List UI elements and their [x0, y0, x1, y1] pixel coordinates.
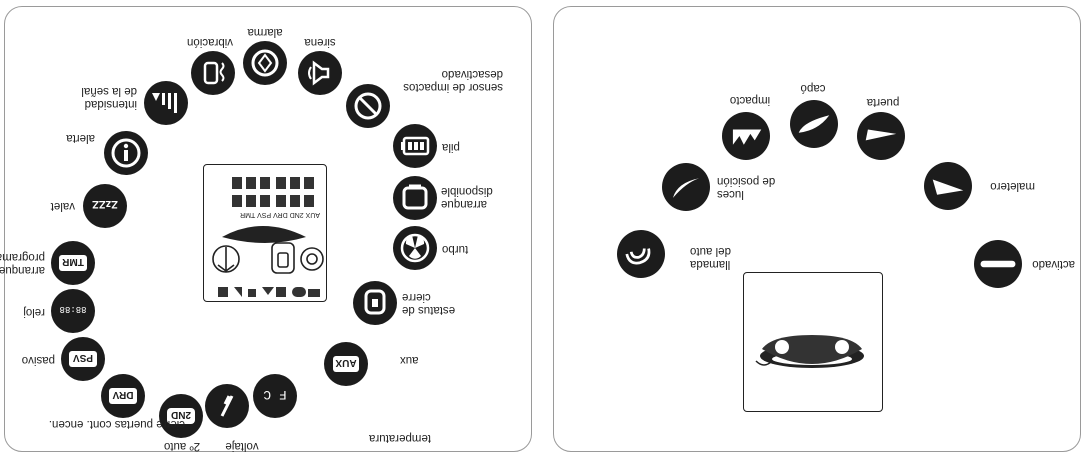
label-puerta: puerta: [866, 96, 900, 108]
label-pasivo: pasivo: [21, 354, 55, 366]
label-llamada: llamada del auto: [690, 245, 731, 270]
remote-screen: [743, 272, 883, 412]
svg-text:AUX: AUX: [335, 357, 356, 368]
label-cierre-puertas: cierre puertas cont. encen.: [48, 418, 185, 430]
label-temperatura: temperatura: [369, 432, 432, 444]
label-reloj: reloj: [23, 306, 45, 318]
lock-status-icon: [353, 281, 397, 325]
second-car-icon: 2ND: [159, 394, 203, 438]
impact-icon: [722, 112, 770, 160]
lcd-row-labels: AUX 2ND DRV PSV TMR: [240, 211, 320, 218]
door-icon: [857, 112, 905, 160]
passive-icon: PSV: [61, 337, 105, 381]
car-call-icon: [617, 230, 665, 278]
parking-lights-icon: [662, 163, 710, 211]
label-sensor-impactos: sensor de impactos desactivado: [403, 68, 503, 93]
svg-text:DRV: DRV: [112, 389, 133, 400]
label-sirena: sirena: [304, 36, 336, 48]
siren-icon: [298, 51, 342, 95]
label-intensidad-senal: intensidad de la señal: [81, 85, 137, 110]
drive-icon: DRV: [101, 374, 145, 418]
label-turbo: turbo: [442, 243, 469, 255]
svg-text:F C: F C: [263, 387, 287, 402]
label-arranque-disponible: arranque disponible: [441, 185, 493, 210]
trunk-icon: [924, 162, 972, 210]
label-estatus-cierre: estatus de cierre: [402, 291, 456, 316]
label-activado: activado: [1032, 258, 1075, 270]
voltage-icon: [205, 384, 249, 428]
label-capo: capó: [800, 82, 826, 94]
label-segundo-auto: 2º auto: [163, 440, 201, 452]
label-voltaje: voltaje: [225, 440, 259, 452]
label-aux: aux: [400, 354, 419, 366]
shock-sensor-off-icon: [346, 84, 390, 128]
label-luces: luces de posición: [717, 175, 776, 200]
label-arranque-programado: arranque programado: [0, 251, 45, 276]
turbo-icon: [393, 226, 437, 270]
armed-icon: [974, 240, 1022, 288]
svg-text:88:88: 88:88: [59, 304, 86, 314]
lcd-display: AUX 2ND DRV PSV TMR: [203, 164, 327, 302]
label-maletero: maletero: [990, 180, 1035, 192]
vibration-icon: [191, 51, 235, 95]
start-available-icon: [393, 176, 437, 220]
label-pila: pila: [442, 141, 460, 153]
svg-text:TMR: TMR: [61, 256, 83, 267]
alarm-icon: [243, 41, 287, 85]
temperature-icon: F C: [253, 374, 297, 418]
svg-text:2ND: 2ND: [171, 409, 191, 420]
svg-text:PSV: PSV: [73, 352, 93, 363]
label-alerta: alerta: [66, 132, 95, 144]
label-valet: valet: [50, 200, 75, 212]
battery-icon: [393, 124, 437, 168]
label-impacto: impacto: [729, 94, 771, 106]
aux-icon: AUX: [324, 342, 368, 386]
valet-icon: ZzZZ: [83, 184, 127, 228]
signal-strength-icon: [144, 81, 188, 125]
label-vibracion: vibración: [186, 36, 234, 48]
svg-text:ZzZZ: ZzZZ: [92, 198, 118, 210]
timer-icon: TMR: [51, 241, 95, 285]
alert-icon: [104, 131, 148, 175]
hood-icon: [790, 100, 838, 148]
clock-icon: 88:88: [51, 289, 95, 333]
